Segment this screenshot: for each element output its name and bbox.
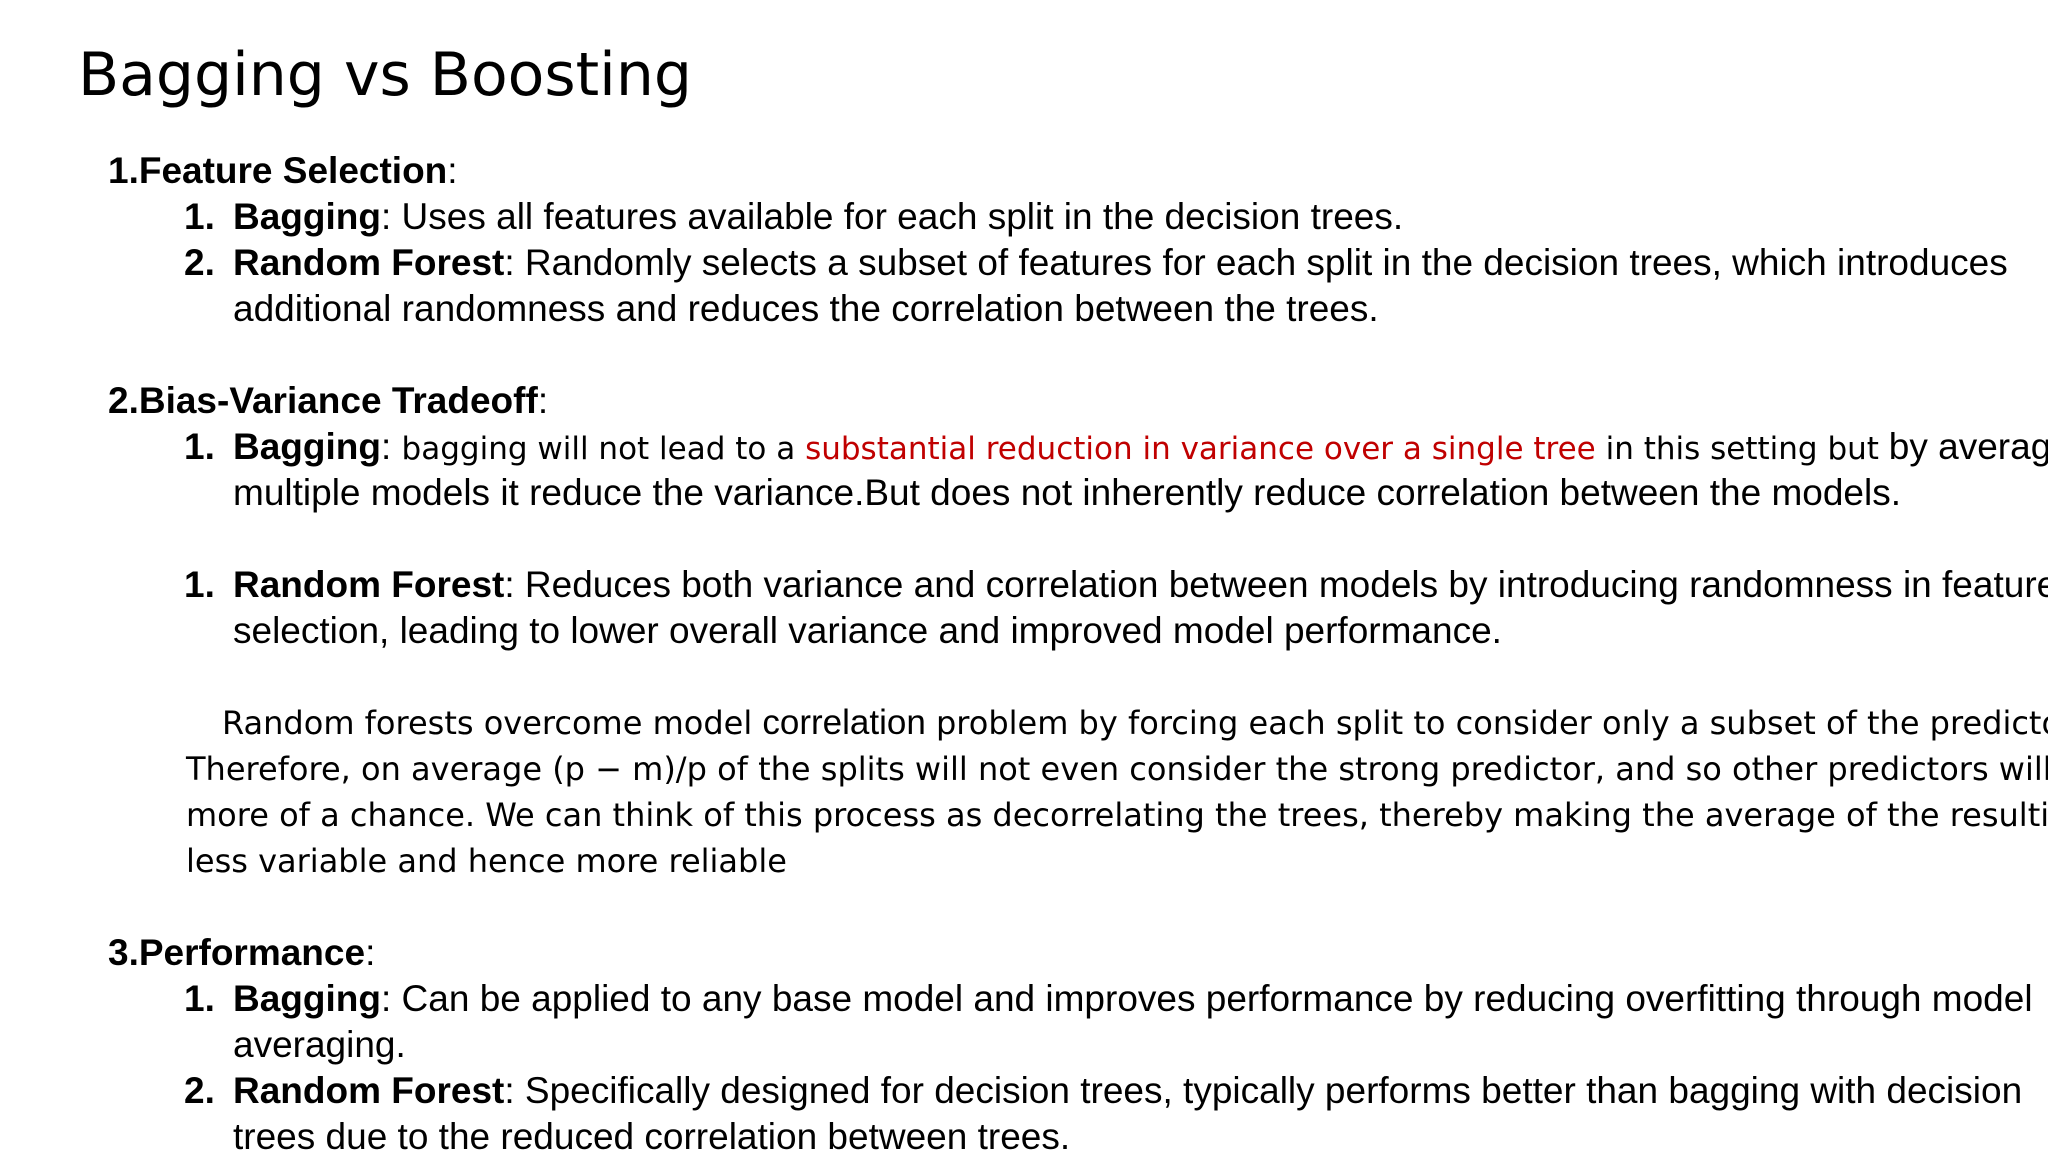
item-label: Random Forest <box>233 1070 505 1111</box>
item-text: : Randomly selects a subset of features … <box>504 242 2008 283</box>
section-heading-performance: 3.Performance: <box>108 930 375 976</box>
item-label: Random Forest <box>233 564 505 605</box>
explanation-paragraph-line: Therefore, on average (p − m)/p of the s… <box>186 750 2048 788</box>
item-text: : Specifically designed for decision tre… <box>504 1070 2023 1111</box>
list-item: 2. Random Forest: Specifically designed f… <box>184 1068 2022 1114</box>
section-heading-label: 2.Bias-Variance Tradeoff <box>108 380 538 421</box>
list-number: 1. <box>184 426 215 467</box>
paragraph-text: Random forests overcome model <box>222 704 763 742</box>
list-item: 1. Bagging: Can be applied to any base mo… <box>184 976 2033 1022</box>
section-heading-label: 1.Feature Selection <box>108 150 448 191</box>
heading-colon: : <box>537 380 549 421</box>
item-text: : Uses all features available for each s… <box>380 196 1404 237</box>
list-item: 1. Random Forest: Reduces both variance a… <box>184 562 2048 608</box>
slide-title: Bagging vs Boosting <box>78 40 692 110</box>
explanation-paragraph-line: more of a chance. We can think of this p… <box>186 796 2048 834</box>
explanation-paragraph-line: less variable and hence more reliable <box>186 842 787 880</box>
item-text: by averaging <box>1888 426 2048 467</box>
item-text: in this setting but <box>1595 431 1889 467</box>
item-text: : Reduces both variance and correlation … <box>504 564 2048 605</box>
list-number: 1. <box>184 978 215 1019</box>
heading-colon: : <box>365 932 376 973</box>
item-continuation: averaging. <box>233 1024 406 1065</box>
list-item: 1. Bagging: bagging will not lead to a su… <box>184 424 2048 472</box>
section-heading-feature-selection: 1.Feature Selection: <box>108 148 458 194</box>
item-label: Bagging <box>233 196 381 237</box>
item-text: bagging will not lead to a <box>401 431 806 467</box>
list-number: 1. <box>184 564 215 605</box>
highlighted-text: substantial reduction in variance over a… <box>805 431 1596 467</box>
section-heading-label: 3.Performance <box>108 932 366 973</box>
item-continuation: additional randomness and reduces the co… <box>233 288 1379 329</box>
item-continuation: selection, leading to lower overall vari… <box>233 610 1502 651</box>
item-continuation: trees due to the reduced correlation bet… <box>233 1116 1071 1152</box>
item-continuation: multiple models it reduce the variance.B… <box>233 472 1901 513</box>
list-number: 2. <box>184 242 215 283</box>
paragraph-text: correlation <box>762 703 926 742</box>
list-item: 2. Random Forest: Randomly selects a subs… <box>184 240 2008 286</box>
list-number: 2. <box>184 1070 215 1111</box>
list-number: 1. <box>184 196 215 237</box>
item-text: : <box>380 426 402 467</box>
item-text: : Can be applied to any base model and i… <box>380 978 2033 1019</box>
explanation-paragraph-line: Random forests overcome model correlatio… <box>222 700 2048 746</box>
list-item: 1. Bagging: Uses all features available f… <box>184 194 1403 240</box>
heading-colon: : <box>447 150 458 191</box>
item-label: Bagging <box>233 978 381 1019</box>
section-heading-bias-variance: 2.Bias-Variance Tradeoff: <box>108 378 548 424</box>
paragraph-text: problem by forcing each split to conside… <box>925 704 2048 742</box>
item-label: Bagging <box>233 426 381 467</box>
item-label: Random Forest <box>233 242 505 283</box>
